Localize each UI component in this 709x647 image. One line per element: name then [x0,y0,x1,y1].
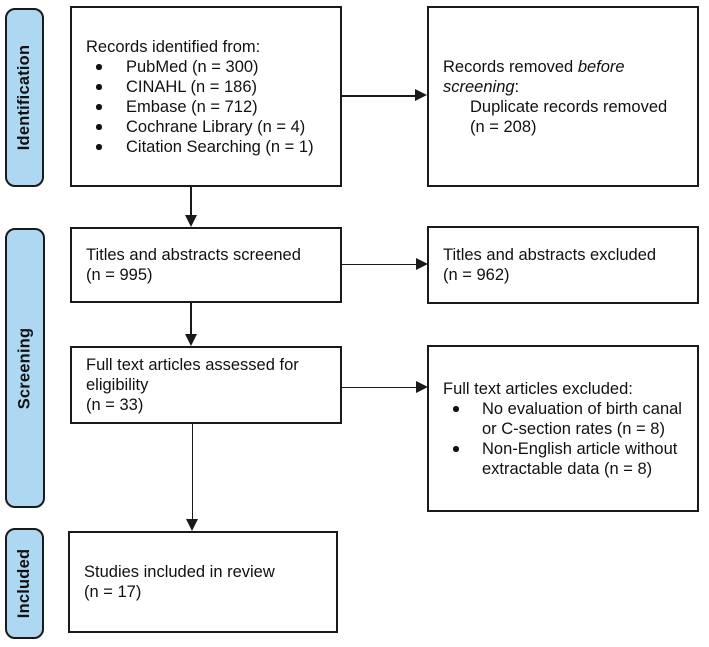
count-line: (n = 962) [443,266,510,284]
arrow-head-down-icon [184,334,197,346]
arrow-line [342,95,416,97]
box-studies-included: Studies included in review (n = 17) [68,531,338,633]
list-item: Citation Searching (n = 1) [86,137,334,157]
arrow-head-right-icon [415,89,427,102]
title-italic-text: before screening [443,57,625,96]
box-title: Full text articles assessed for [86,356,299,374]
title-text: Records removed [443,57,578,76]
box-fulltext-assessed: Full text articles assessed for eligibil… [70,346,342,424]
stage-label-screening: Screening [15,327,34,409]
stage-pill-included: Included [5,528,44,639]
arrow-head-down-icon [186,519,198,531]
list-item: Cochrane Library (n = 4) [86,117,334,137]
arrow-line [342,386,416,388]
count-line: (n = 33) [86,396,144,414]
box-title: Titles and abstracts screened [86,246,301,264]
box-title: Titles and abstracts excluded [443,246,657,264]
box-title-line2: eligibility [86,376,149,394]
box-title: Studies included in review [84,563,275,581]
stage-label-included: Included [15,548,33,619]
arrow-head-right-icon [416,380,428,393]
box-records-identified: Records identified from: PubMed (n = 300… [70,6,342,187]
list-item: CINAHL (n = 186) [86,77,334,97]
list-item: Non-English article without extractable … [443,439,691,479]
arrow-line [190,187,192,216]
detail-line: Duplicate records removed [470,97,668,116]
reason-list: No evaluation of birth canal or C-sectio… [443,399,691,479]
list-item: No evaluation of birth canal or C-sectio… [443,399,691,439]
title-colon: : [514,77,520,96]
arrow-line [342,263,416,265]
box-title: Full text articles excluded: [443,379,633,398]
count-line: (n = 995) [86,266,153,284]
stage-label-identification: Identification [15,44,33,151]
box-title: Records identified from: [86,37,261,56]
box-title: Records removed before screening: [443,57,648,97]
count-line: (n = 17) [84,583,142,601]
list-item: PubMed (n = 300) [86,57,334,77]
box-fulltext-excluded: Full text articles excluded: No evaluati… [427,345,699,512]
box-titles-excluded: Titles and abstracts excluded (n = 962) [427,226,699,304]
stage-pill-identification: Identification [5,8,44,187]
count-line: (n = 208) [470,117,537,136]
stage-pill-screening: Screening [5,228,45,508]
arrow-head-down-icon [184,215,197,227]
box-titles-screened: Titles and abstracts screened (n = 995) [70,227,342,303]
list-item: Embase (n = 712) [86,97,334,117]
arrow-line [191,424,193,520]
source-list: PubMed (n = 300) CINAHL (n = 186) Embase… [86,57,334,157]
arrow-line [190,303,192,335]
box-records-removed: Records removed before screening: Duplic… [427,6,699,187]
arrow-head-right-icon [416,257,428,270]
